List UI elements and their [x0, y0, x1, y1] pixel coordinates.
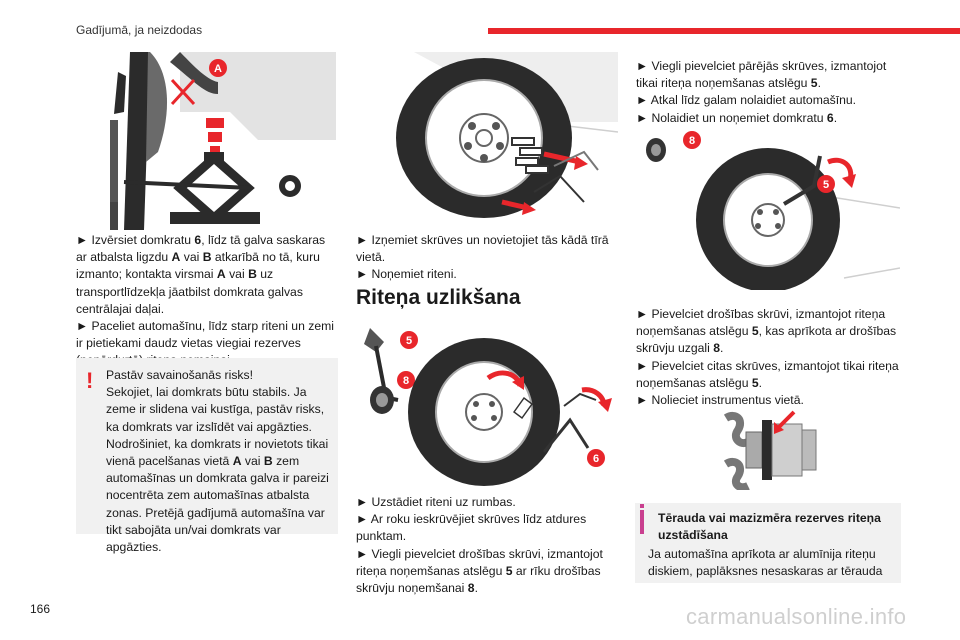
- right-step-3: ► Nolaidiet un noņemiet domkratu 6.: [636, 110, 838, 125]
- right-step-5: ► Pievelciet citas skrūves, izmantojot t…: [636, 358, 899, 390]
- info-title: Tērauda vai mazizmēra rezerves riteņa uz…: [658, 511, 881, 542]
- callout-5-label-b: 5: [823, 179, 829, 191]
- chapter-color-bar: [488, 28, 960, 34]
- page-number: 166: [30, 602, 51, 616]
- warning-text: Pastāv savainošanās risks! Sekojiet, lai…: [106, 367, 332, 556]
- middle-top-instructions: ► Izņemiet skrūves un novietojiet tās kā…: [356, 232, 620, 284]
- jack-lifting-illustration: A: [110, 52, 336, 230]
- right-step-1: ► Viegli pievelciet pārējās skrūves, izm…: [636, 59, 887, 91]
- watermark: carmanualsonline.info: [686, 604, 907, 629]
- chapter-title: Gadījumā, ja neizdodas: [76, 23, 203, 37]
- warning-para-1: Sekojiet, lai domkrats būtu stabils. Ja …: [106, 385, 325, 434]
- security-bolt-illustration: 8 5: [646, 131, 900, 290]
- middle-step-3: ► Uzstādiet riteni uz rumbas.: [356, 495, 516, 509]
- callout-a-badge: [209, 59, 227, 77]
- warning-title: Pastāv savainošanās risks!: [106, 368, 253, 382]
- right-top-instructions: ► Viegli pievelciet pārējās skrūves, izm…: [636, 58, 902, 127]
- right-step-6: ► Nolieciet instrumentus vietā.: [636, 393, 804, 408]
- callout-5-label-a: 5: [406, 335, 412, 347]
- warning-para-2: Nodrošiniet, ka domkrats ir novietots ti…: [106, 436, 329, 555]
- right-step-4: ► Pievelciet drošības skrūvi, izmantojot…: [636, 307, 897, 356]
- wheel-fitting-illustration: 5 8 6: [364, 328, 612, 486]
- callout-8-badge-b: [683, 131, 701, 149]
- callout-5-badge-b: [817, 175, 835, 193]
- section-title: Riteņa uzlikšana: [356, 286, 521, 309]
- left-step-1: ► Izvērsiet domkratu 6, līdz tā galva sa…: [76, 233, 326, 316]
- middle-step-2: ► Noņemiet riteni.: [356, 267, 457, 282]
- callout-5-badge-a: [400, 331, 418, 349]
- middle-step-5: ► Viegli pievelciet drošības skrūvi, izm…: [356, 546, 603, 596]
- middle-bottom-instructions: ► Uzstādiet riteni uz rumbas. ► Ar roku …: [356, 494, 620, 597]
- middle-step-4: ► Ar roku ieskrūvējiet skrūves līdz atdu…: [356, 512, 587, 544]
- info-text: Ja automašīna aprīkota ar alumīnija rite…: [648, 547, 883, 579]
- left-instructions: ► Izvērsiet domkratu 6, līdz tā galva sa…: [76, 232, 338, 370]
- callout-a-label: A: [214, 63, 222, 75]
- warning-icon: !: [86, 368, 94, 393]
- callout-8-label-b: 8: [689, 135, 695, 147]
- bolt-removal-illustration: [396, 52, 618, 218]
- middle-step-1: ► Izņemiet skrūves un novietojiet tās kā…: [356, 233, 609, 265]
- bolt-detail-illustration: [723, 410, 817, 490]
- right-step-2: ► Atkal līdz galam nolaidiet automašīnu.: [636, 93, 857, 108]
- callout-8-badge-a: [397, 371, 415, 389]
- right-middle-instructions: ► Pievelciet drošības skrūvi, izmantojot…: [636, 306, 902, 409]
- callout-6-label: 6: [593, 453, 599, 465]
- info-icon: [640, 504, 644, 534]
- callout-8-label-a: 8: [403, 375, 409, 387]
- warning-box: [76, 358, 338, 534]
- info-box: [635, 503, 901, 583]
- callout-6-badge: [587, 449, 605, 467]
